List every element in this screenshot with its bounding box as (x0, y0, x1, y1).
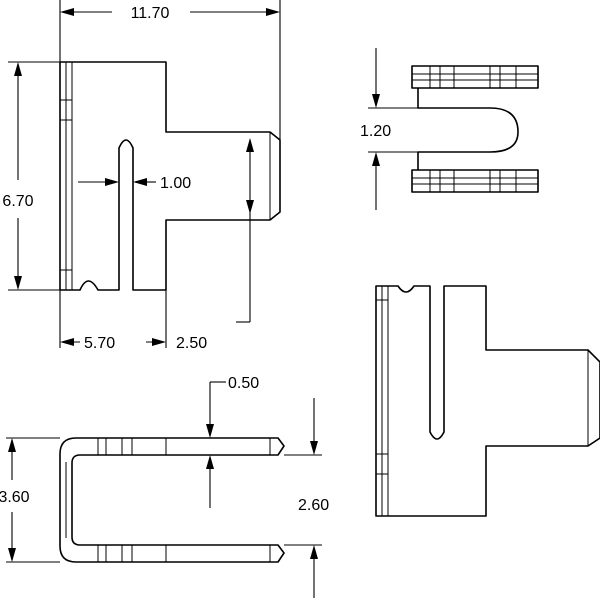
outer-height-label: 3.60 (0, 489, 30, 506)
dimension-gap-height: 1.20 (360, 48, 418, 210)
dimension-overall-height: 6.70 (2, 61, 60, 291)
overall-width-label: 11.70 (131, 5, 170, 22)
inner-height-label: 2.60 (298, 497, 329, 514)
overall-height-label: 6.70 (2, 193, 33, 210)
end-view (411, 65, 539, 193)
dimension-tab-width: 2.50 (146, 335, 207, 352)
dimension-overall-width: 11.70 (59, 0, 281, 140)
front-view (59, 61, 281, 291)
side-view-outline (59, 437, 285, 563)
end-view-bottom-wall (411, 169, 539, 193)
wall-thickness-label: 0.50 (228, 375, 259, 392)
slot-width-label: 1.00 (160, 175, 191, 192)
dimension-wall-thickness: 0.50 (166, 375, 259, 508)
dimension-left-width: 5.70 (59, 290, 167, 352)
end-view-clip-body (417, 88, 519, 170)
gap-height-label: 1.20 (360, 123, 391, 140)
end-view-top-wall (411, 65, 539, 89)
dimension-tab-height (236, 138, 254, 323)
front-view-outline (59, 61, 281, 291)
dimension-outer-height: 3.60 (0, 437, 60, 563)
reverse-view-outline (375, 285, 600, 517)
dimension-inner-height: 2.60 (284, 398, 329, 598)
tab-width-label: 2.50 (176, 335, 207, 352)
reverse-view (375, 285, 600, 517)
left-width-label: 5.70 (84, 335, 115, 352)
side-view (59, 437, 285, 563)
dimension-slot-width: 1.00 (78, 175, 191, 192)
